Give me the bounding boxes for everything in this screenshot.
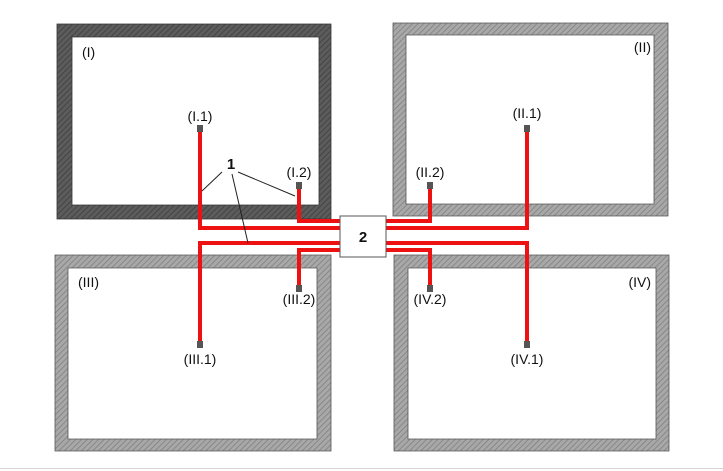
sensor-iii-1 xyxy=(197,341,203,348)
pipe-label: 1 xyxy=(227,156,235,173)
room-ii-label: (II) xyxy=(634,39,651,55)
pipe-network xyxy=(198,130,529,343)
sensor-ii-2 xyxy=(427,182,433,189)
pipe-to-i-1 xyxy=(198,130,342,230)
room-iii xyxy=(54,254,332,452)
sensor-points xyxy=(197,125,530,348)
room-iii-label: (III) xyxy=(78,274,99,290)
sensor-iv-2 xyxy=(427,285,433,292)
room-iii-walls xyxy=(54,254,332,452)
sensor-ii-1 xyxy=(524,125,530,132)
pipe-to-i-2 xyxy=(297,186,342,223)
room-ii xyxy=(392,22,669,217)
point-ii-2-label: (II.2) xyxy=(416,164,445,180)
sensor-iv-1 xyxy=(524,341,530,348)
hub-box xyxy=(339,215,387,258)
bottom-divider xyxy=(0,468,723,469)
room-iv-walls xyxy=(393,254,670,452)
point-i-2-label: (I.2) xyxy=(287,164,312,180)
sensor-i-1 xyxy=(197,125,203,132)
pipe-leader-lines xyxy=(201,171,296,244)
sensor-i-2 xyxy=(296,182,302,189)
pipe-to-ii-1 xyxy=(384,130,529,230)
point-iii-2-label: (III.2) xyxy=(283,291,316,307)
sensor-iii-2 xyxy=(296,285,302,292)
point-i-1-label: (I.1) xyxy=(188,108,213,124)
room-iv xyxy=(393,254,670,452)
room-iv-label: (IV) xyxy=(628,274,651,290)
pipe-to-iii-2 xyxy=(297,248,342,287)
room-ii-walls xyxy=(392,22,669,217)
point-ii-1-label: (II.1) xyxy=(513,105,542,121)
pipe-to-ii-2 xyxy=(384,186,432,223)
point-iii-1-label: (III.1) xyxy=(184,351,217,367)
pipe-to-iv-1 xyxy=(384,241,529,343)
pipe-to-iii-1 xyxy=(198,241,342,343)
hub-label: 2 xyxy=(359,229,367,246)
point-iv-1-label: (IV.1) xyxy=(511,351,544,367)
room-i-label: (I) xyxy=(82,44,95,60)
point-iv-2-label: (IV.2) xyxy=(414,291,447,307)
pipe-to-iv-2 xyxy=(384,248,432,287)
